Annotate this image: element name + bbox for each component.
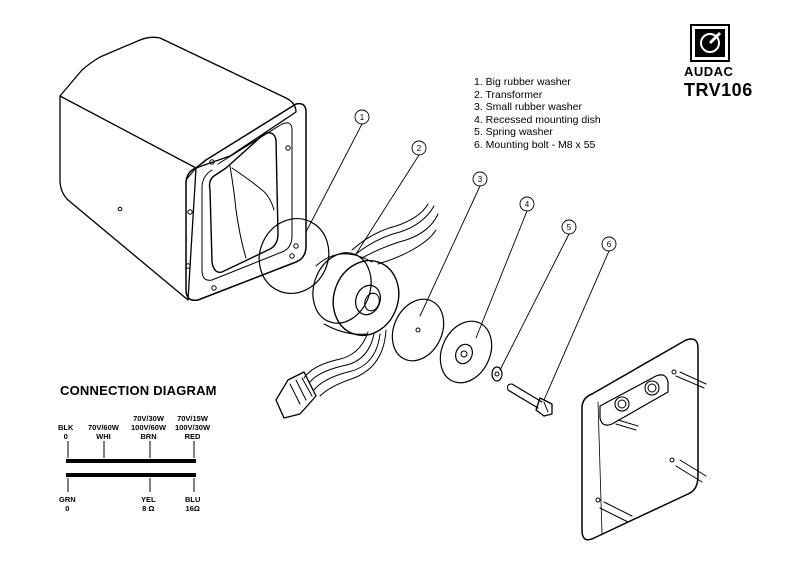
recessed-mounting-dish: [439, 320, 493, 384]
legend-item: 2. Transformer: [474, 88, 543, 101]
wire-code: 70V/30W: [133, 414, 164, 423]
wire-code: YEL: [141, 495, 156, 504]
wire-label-yel: YEL 8 Ω: [141, 495, 156, 513]
model-number: TRV106: [684, 80, 753, 100]
callout-2: 2: [417, 144, 422, 153]
connection-diagram-title: CONNECTION DIAGRAM: [60, 383, 217, 398]
wire-code: BLK: [58, 423, 74, 432]
spring-washer: [491, 366, 503, 382]
connection-wiring: [66, 441, 196, 492]
wire-code: 70V/15W: [177, 414, 208, 423]
speaker-enclosure: [59, 36, 307, 302]
legend-item: 4. Recessed mounting dish: [474, 113, 601, 126]
transformer: [275, 203, 439, 419]
wire-label-red: 70V/15W 100V/30W RED: [175, 414, 210, 441]
wire-code: BLU: [185, 495, 201, 504]
callout-5: 5: [567, 223, 572, 232]
parts-legend: 1. Big rubber washer 2. Transformer 3. S…: [474, 76, 601, 151]
wire-value: 16Ω: [185, 504, 200, 513]
legend-item: 5. Spring washer: [474, 126, 553, 138]
wire-value: 100V/60W: [131, 423, 167, 432]
callout-leaders: [305, 109, 617, 401]
wire-label-whi: 70V/60W WHI: [88, 423, 119, 441]
brand-name: AUDAC: [684, 64, 734, 79]
wire-label-grn: GRN 0: [59, 495, 76, 513]
wire-value: 100V/30W: [175, 423, 211, 432]
callout-6: 6: [607, 240, 612, 249]
wire-label-blk: BLK 0: [58, 423, 73, 441]
callout-1: 1: [360, 113, 365, 122]
wire-code: GRN: [59, 495, 76, 504]
small-rubber-washer: [391, 298, 445, 362]
legend-item: 1. Big rubber washer: [474, 76, 571, 88]
mounting-bolt: [507, 383, 553, 417]
wire-value: WHI: [96, 432, 111, 441]
wire-value: 0: [65, 504, 70, 513]
wire-label-brn: 70V/30W 100V/60W BRN: [131, 414, 166, 441]
legend-item: 6. Mounting bolt - M8 x 55: [474, 138, 596, 151]
big-rubber-washer: [258, 218, 330, 294]
legend-item: 3. Small rubber washer: [474, 101, 582, 113]
wire-color: BRN: [140, 432, 157, 441]
wire-value: 0: [63, 432, 68, 441]
audac-logo-icon: [690, 24, 730, 62]
wire-value: 8 Ω: [142, 504, 155, 513]
callout-3: 3: [478, 175, 483, 184]
wire-label-blu: BLU 16Ω: [185, 495, 200, 513]
wire-color: RED: [184, 432, 201, 441]
callout-4: 4: [525, 200, 530, 209]
wall-mounting-plate: [581, 338, 707, 541]
wire-code: 70V/60W: [88, 423, 119, 432]
